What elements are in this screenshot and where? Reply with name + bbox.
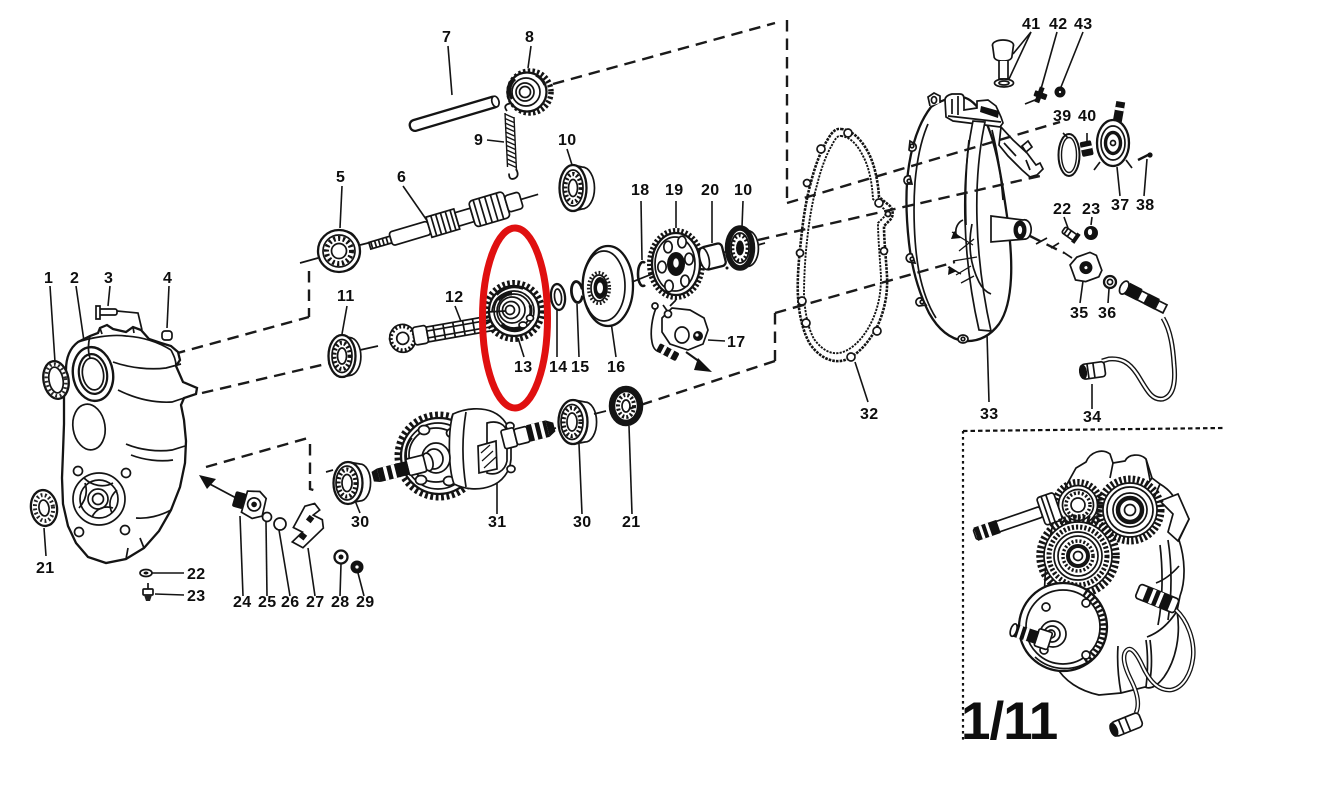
svg-text:5: 5 bbox=[336, 169, 345, 186]
svg-text:13: 13 bbox=[514, 359, 532, 376]
svg-text:35: 35 bbox=[1070, 305, 1088, 322]
svg-text:26: 26 bbox=[281, 594, 299, 611]
svg-text:1: 1 bbox=[44, 270, 53, 287]
svg-text:30: 30 bbox=[573, 514, 591, 531]
svg-text:9: 9 bbox=[474, 132, 483, 149]
svg-text:22: 22 bbox=[187, 566, 205, 583]
svg-text:18: 18 bbox=[631, 182, 649, 199]
svg-text:12: 12 bbox=[445, 289, 463, 306]
svg-text:34: 34 bbox=[1083, 409, 1101, 426]
svg-text:28: 28 bbox=[331, 594, 349, 611]
svg-text:23: 23 bbox=[1082, 201, 1100, 218]
svg-text:15: 15 bbox=[571, 359, 589, 376]
svg-text:36: 36 bbox=[1098, 305, 1116, 322]
svg-text:43: 43 bbox=[1074, 16, 1092, 33]
svg-text:16: 16 bbox=[607, 359, 625, 376]
svg-text:40: 40 bbox=[1078, 108, 1096, 125]
svg-text:39: 39 bbox=[1053, 108, 1071, 125]
svg-text:10: 10 bbox=[558, 132, 576, 149]
svg-text:17: 17 bbox=[727, 334, 745, 351]
svg-text:24: 24 bbox=[233, 594, 251, 611]
svg-text:21: 21 bbox=[622, 514, 640, 531]
svg-text:8: 8 bbox=[525, 29, 534, 46]
svg-text:3: 3 bbox=[104, 270, 113, 287]
svg-text:33: 33 bbox=[980, 406, 998, 423]
svg-text:14: 14 bbox=[549, 359, 567, 376]
svg-text:10: 10 bbox=[734, 182, 752, 199]
svg-text:20: 20 bbox=[701, 182, 719, 199]
svg-text:11: 11 bbox=[337, 288, 355, 305]
svg-text:1/11: 1/11 bbox=[961, 692, 1057, 751]
svg-text:30: 30 bbox=[351, 514, 369, 531]
svg-text:29: 29 bbox=[356, 594, 374, 611]
svg-text:19: 19 bbox=[665, 182, 683, 199]
svg-text:32: 32 bbox=[860, 406, 878, 423]
svg-text:41: 41 bbox=[1022, 16, 1040, 33]
svg-text:2: 2 bbox=[70, 270, 79, 287]
svg-text:4: 4 bbox=[163, 270, 172, 287]
svg-text:22: 22 bbox=[1053, 201, 1071, 218]
svg-text:37: 37 bbox=[1111, 197, 1129, 214]
svg-text:42: 42 bbox=[1049, 16, 1067, 33]
svg-text:6: 6 bbox=[397, 169, 406, 186]
svg-text:21: 21 bbox=[36, 560, 54, 577]
svg-text:38: 38 bbox=[1136, 197, 1154, 214]
svg-text:27: 27 bbox=[306, 594, 324, 611]
svg-text:31: 31 bbox=[488, 514, 506, 531]
svg-text:25: 25 bbox=[258, 594, 276, 611]
svg-text:23: 23 bbox=[187, 588, 205, 605]
svg-text:7: 7 bbox=[442, 29, 451, 46]
